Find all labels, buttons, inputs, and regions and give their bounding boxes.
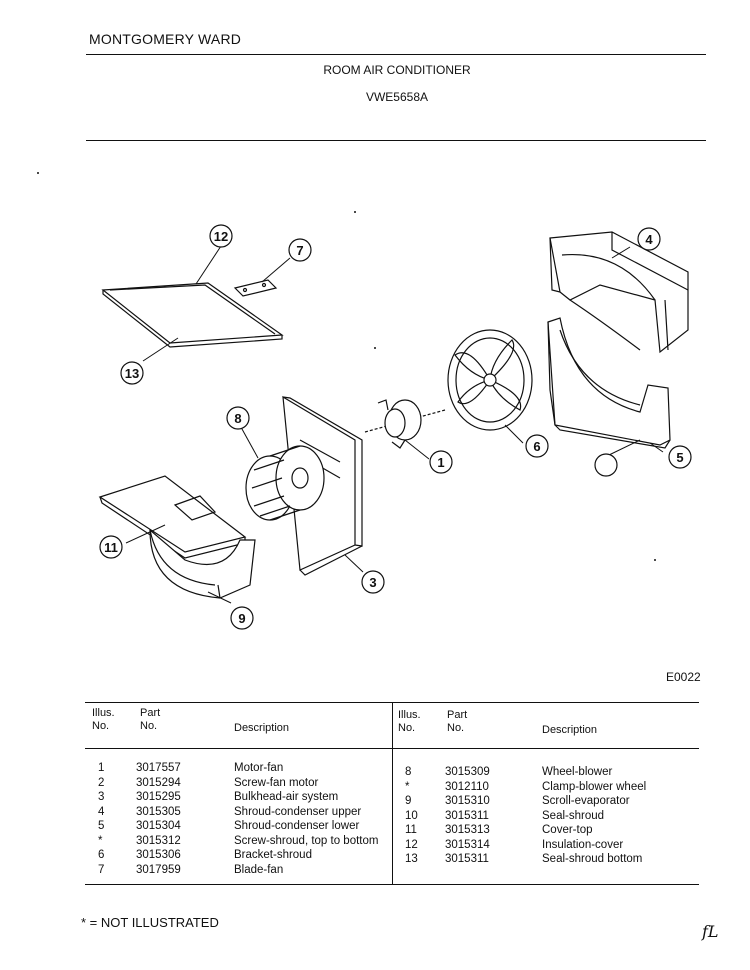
wheel-blower-part bbox=[245, 445, 325, 521]
right-header-illus: Illus. bbox=[398, 709, 421, 721]
svg-text:5: 5 bbox=[676, 450, 683, 465]
right-header-description: Description bbox=[542, 724, 598, 736]
svg-text:3: 3 bbox=[369, 575, 376, 590]
table-rule-bottom bbox=[85, 884, 699, 885]
callout-10: 11 bbox=[99, 535, 123, 559]
model-number: VWE5658A bbox=[365, 90, 429, 104]
callout-8: 8 bbox=[226, 406, 250, 430]
svg-text:12: 12 bbox=[214, 229, 228, 244]
callout-9: 9 bbox=[230, 606, 254, 630]
callouts: 12 7 13 4 5 6 1 8 3 11 9 bbox=[99, 224, 692, 630]
header-rule-bottom bbox=[86, 140, 706, 141]
callout-3: 3 bbox=[361, 570, 385, 594]
right-header-illus-no: No. bbox=[398, 722, 416, 734]
left-header-part-no: No. bbox=[140, 720, 158, 732]
blade-fan-part bbox=[447, 329, 533, 431]
shroud-upper-part bbox=[549, 231, 689, 354]
scroll-evaporator-part bbox=[149, 528, 256, 599]
product-title: ROOM AIR CONDITIONER bbox=[323, 63, 471, 77]
svg-text:9: 9 bbox=[238, 611, 245, 626]
table-divider bbox=[392, 702, 393, 884]
motor-fan-part bbox=[364, 399, 446, 449]
callout-7: 6 bbox=[525, 434, 549, 458]
left-header-description: Description bbox=[234, 722, 290, 734]
bracket-shroud-part bbox=[233, 279, 278, 297]
handwritten-initials: fL bbox=[702, 922, 719, 941]
callout-13 bbox=[594, 453, 618, 477]
exploded-parts-diagram: 12 7 13 4 5 6 1 8 3 11 9 bbox=[37, 172, 692, 630]
leader-lines bbox=[125, 245, 664, 604]
callout-12: 13 bbox=[120, 361, 144, 385]
callout-5: 5 bbox=[668, 445, 692, 469]
scan-specks bbox=[37, 172, 656, 561]
right-header-part: Part bbox=[447, 709, 468, 721]
right-header-part-no: No. bbox=[447, 722, 465, 734]
cover-top-part bbox=[101, 282, 284, 348]
brand-name: MONTGOMERY WARD bbox=[89, 31, 242, 47]
left-header-illus: Illus. bbox=[92, 707, 115, 719]
seal-shroud-part bbox=[98, 475, 247, 559]
svg-text:4: 4 bbox=[645, 232, 653, 247]
header-rule-top bbox=[86, 54, 706, 55]
callout-11: 12 bbox=[209, 224, 233, 248]
not-illustrated-note: * = NOT ILLUSTRATED bbox=[81, 915, 219, 930]
left-header-illus-no: No. bbox=[92, 720, 110, 732]
svg-text:7: 7 bbox=[296, 243, 303, 258]
callout-6: 7 bbox=[288, 238, 312, 262]
svg-text:8: 8 bbox=[234, 411, 241, 426]
svg-text:13: 13 bbox=[125, 366, 139, 381]
svg-text:11: 11 bbox=[104, 540, 118, 555]
shroud-lower-part bbox=[547, 317, 671, 449]
callout-1: 1 bbox=[429, 450, 453, 474]
callout-4: 4 bbox=[637, 227, 661, 251]
diagram-code: E0022 bbox=[666, 670, 701, 684]
svg-text:6: 6 bbox=[533, 439, 540, 454]
svg-text:1: 1 bbox=[437, 455, 444, 470]
left-header-part: Part bbox=[140, 707, 161, 719]
